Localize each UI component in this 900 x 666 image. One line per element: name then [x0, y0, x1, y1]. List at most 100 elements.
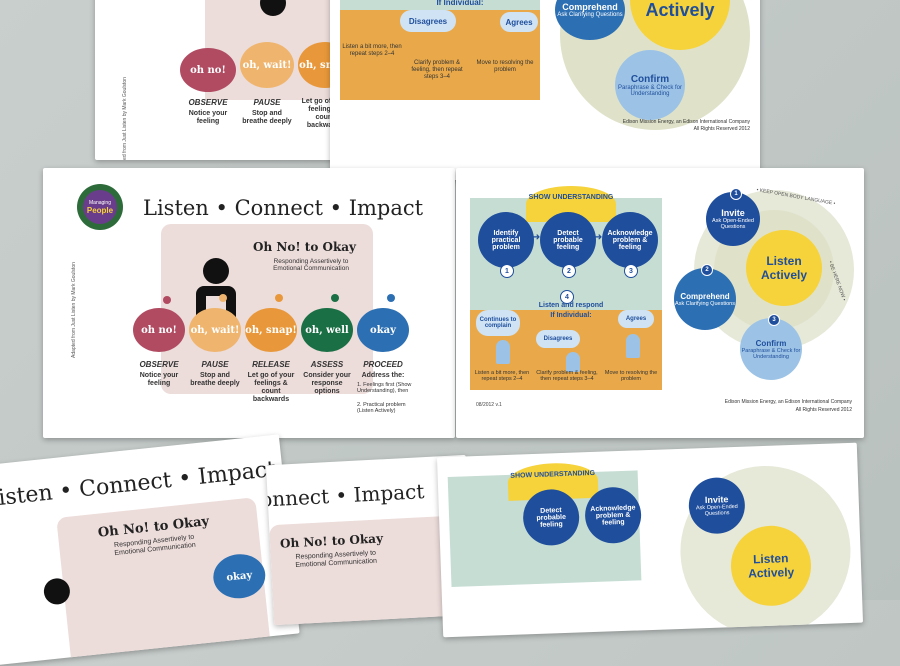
- bottom-right-partial-card: SHOW UNDERSTANDING Detect probable feeli…: [436, 442, 864, 638]
- step-3-number: 3: [624, 264, 638, 278]
- invite-text: Ask Open-Ended Questions: [695, 503, 738, 518]
- panel-subtitle: Responding Assertively to Emotional Comm…: [273, 258, 349, 273]
- stage-heading-observe: OBSERVE: [139, 360, 179, 369]
- thought-dot: [275, 294, 283, 302]
- listen-actively-label: Listen Actively: [747, 551, 795, 581]
- observe-text: Notice your feeling: [188, 110, 228, 126]
- card-title: Listen • Connect • Impact: [265, 479, 425, 517]
- comprehend-circle: Comprehend Ask Clarifying Questions: [674, 268, 736, 330]
- step-label: Detect probable feeling: [553, 229, 583, 251]
- release-text: Let go of your feelings & count backward…: [301, 98, 349, 130]
- stage-bubble-okay: okay: [357, 308, 409, 352]
- invite-text: Ask Open-Ended Questions: [712, 218, 754, 230]
- top-right-partial-card: Disagrees Agrees If Individual: Listen a…: [330, 0, 760, 180]
- confirm-circle: Confirm Paraphrase & Check for Understan…: [740, 318, 802, 380]
- bubble-label: okay: [370, 324, 396, 336]
- stage-bubble-oh-no: oh no!: [133, 308, 185, 352]
- stage-text-proceed: Address the:: [361, 372, 405, 379]
- bubble-label: oh no!: [141, 324, 177, 336]
- proceed-list-item-2: 2. Practical problem (Listen Actively): [357, 402, 406, 415]
- proceed-list-item-1: 1. Feelings first (Show Understanding), …: [357, 382, 412, 395]
- step-number: 4: [565, 293, 569, 301]
- copyright-line-2: All Rights Reserved 2012: [693, 126, 750, 132]
- logo-top: Managing: [89, 199, 111, 206]
- step-label: Acknowledge problem & feeling: [590, 503, 636, 527]
- copyright-line-1: Edison Mission Energy, an Edison Interna…: [724, 399, 852, 405]
- bubble-label: oh no!: [190, 64, 226, 76]
- invite-title: Invite: [721, 208, 745, 218]
- item-number: 1: [734, 191, 738, 197]
- pause-heading: PAUSE: [253, 98, 281, 107]
- response-caption-3: Move to resolving the problem: [604, 370, 658, 383]
- arrow-right-icon: ➜: [532, 232, 541, 243]
- oh-wait-bubble: oh, wait!: [240, 42, 294, 88]
- stage-bubble-oh-well: oh, well: [301, 308, 353, 352]
- disagrees-bubble: Disagrees: [536, 330, 580, 348]
- thought-dot: [387, 294, 395, 302]
- person-figure-icon: [496, 340, 510, 364]
- stage-heading-pause: PAUSE: [201, 360, 229, 369]
- comprehend-title: Comprehend: [680, 291, 730, 301]
- bubble-label: Agrees: [505, 17, 533, 27]
- step-number: 2: [567, 267, 571, 275]
- step-1-circle: Identify practical problem: [478, 212, 534, 268]
- bubble-label: oh, snap!: [245, 324, 297, 336]
- side-credit: Adapted from Just Listen by Mark Goulsto…: [122, 77, 128, 160]
- item-number: 3: [772, 317, 776, 323]
- person-head-icon: [203, 258, 229, 284]
- logo-main: People: [86, 205, 114, 215]
- step-number: 1: [505, 267, 509, 275]
- confirm-text: Paraphrase & Check for Understanding: [617, 84, 683, 97]
- copyright-line-2: All Rights Reserved 2012: [795, 407, 852, 413]
- person-figure-icon: [626, 334, 640, 358]
- step-2-number: 2: [562, 264, 576, 278]
- managing-people-logo: Managing People: [77, 184, 123, 230]
- bubble-label: Continues to complain: [479, 317, 517, 329]
- step-3-circle: Acknowledge problem & feeling: [602, 212, 658, 268]
- comprehend-text: Ask Clarifying Questions: [557, 12, 623, 18]
- response-caption-3: Move to resolving the problem: [476, 60, 534, 73]
- stage-heading-proceed: PROCEED: [363, 360, 403, 369]
- response-caption-2: Clarify problem & feeling, then repeat s…: [536, 370, 598, 383]
- bubble-label: oh, well: [305, 324, 349, 336]
- show-understanding-label: SHOW UNDERSTANDING: [528, 194, 614, 201]
- step-1-number: 1: [500, 264, 514, 278]
- agrees-bubble: Agrees: [618, 310, 654, 328]
- back-card: SHOW UNDERSTANDING Identify practical pr…: [456, 168, 864, 438]
- item-number: 2: [705, 267, 709, 273]
- thought-dot: [331, 294, 339, 302]
- response-caption-2: Clarify problem & feeling, then repeat s…: [411, 60, 463, 80]
- thought-dot: [219, 294, 227, 302]
- stage-heading-release: RELEASE: [252, 360, 290, 369]
- panel-title: Oh No! to Okay: [253, 240, 357, 254]
- oh-no-bubble: oh no!: [180, 48, 236, 92]
- if-individual-label: If Individual:: [436, 0, 484, 7]
- comprehend-title: Comprehend: [562, 2, 618, 12]
- stage-heading-assess: ASSESS: [310, 360, 344, 369]
- stage-text-assess: Consider your response options: [303, 372, 351, 396]
- pause-text: Stop and breathe deeply: [242, 110, 292, 126]
- logo-inner: Managing People: [83, 190, 117, 224]
- stage-bubble-oh-wait: oh, wait!: [189, 308, 241, 352]
- continues-complain-bubble: Continues to complain: [476, 310, 520, 336]
- listen-actively-label: Listen Actively: [645, 0, 715, 20]
- bubble-label: okay: [225, 569, 253, 584]
- comprehend-text: Ask Clarifying Questions: [675, 300, 735, 307]
- invite-circle: Invite Ask Open-Ended Questions: [706, 192, 760, 246]
- step-label: Acknowledge problem & feeling: [607, 229, 653, 251]
- person-head: [260, 0, 286, 16]
- step-4-number: 4: [560, 290, 574, 304]
- observe-heading: OBSERVE: [188, 98, 228, 107]
- confirm-text: Paraphrase & Check for Understanding: [741, 347, 801, 360]
- stage-bubble-oh-snap: oh, snap!: [245, 308, 297, 352]
- bubble-label: oh, wait!: [242, 59, 292, 71]
- step-2-circle: Detect probable feeling: [540, 212, 596, 268]
- stage-text-pause: Stop and breathe deeply: [190, 372, 240, 388]
- confirm-number: 3: [768, 314, 780, 326]
- front-card: Managing People Listen • Connect • Impac…: [43, 168, 455, 438]
- side-credit: Adapted from Just Listen by Mark Goulsto…: [71, 262, 77, 358]
- arrow-right-icon: ➜: [594, 232, 603, 243]
- copyright-line-1: Edison Mission Energy, an Edison Interna…: [622, 119, 750, 125]
- listen-actively-circle: Listen Actively: [746, 230, 822, 306]
- bubble-label: Disagrees: [408, 16, 448, 26]
